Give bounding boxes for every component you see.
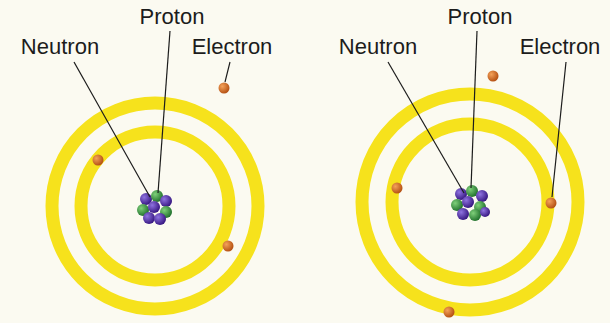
electron-dot xyxy=(223,241,234,252)
outer-shell xyxy=(52,103,258,309)
neutron-ball xyxy=(476,190,488,202)
leader-line xyxy=(225,62,230,82)
electron-dot xyxy=(546,198,557,209)
part-label: Electron xyxy=(192,36,273,58)
neutron-ball xyxy=(148,201,160,213)
electron-dot xyxy=(444,307,455,318)
electron-dot xyxy=(488,71,499,82)
electron-dot xyxy=(392,183,403,194)
neutron-ball xyxy=(462,196,474,208)
inner-shell xyxy=(81,132,229,280)
neutron-ball xyxy=(143,212,155,224)
leader-line xyxy=(471,31,477,188)
part-label: Electron xyxy=(520,36,601,58)
neutron-ball xyxy=(154,213,166,225)
leader-lines xyxy=(74,31,566,197)
part-label: Neutron xyxy=(21,36,99,58)
part-label: Neutron xyxy=(339,36,417,58)
neutron-ball xyxy=(480,207,490,217)
outer-shell xyxy=(362,94,578,310)
inner-shell xyxy=(392,124,548,280)
part-label: Proton xyxy=(448,6,513,28)
electron-dot xyxy=(93,155,104,166)
leader-line xyxy=(158,31,170,193)
atom-right xyxy=(362,71,578,318)
electron-dot xyxy=(219,83,230,94)
proton-ball xyxy=(469,209,481,221)
leader-line xyxy=(552,62,566,197)
leader-line xyxy=(388,62,464,193)
atom-left xyxy=(52,83,258,310)
neutron-ball xyxy=(160,195,172,207)
part-label: Proton xyxy=(140,6,205,28)
nucleus xyxy=(137,190,172,225)
leader-line xyxy=(74,62,150,197)
nucleus xyxy=(451,185,490,221)
neutron-ball xyxy=(457,208,469,220)
